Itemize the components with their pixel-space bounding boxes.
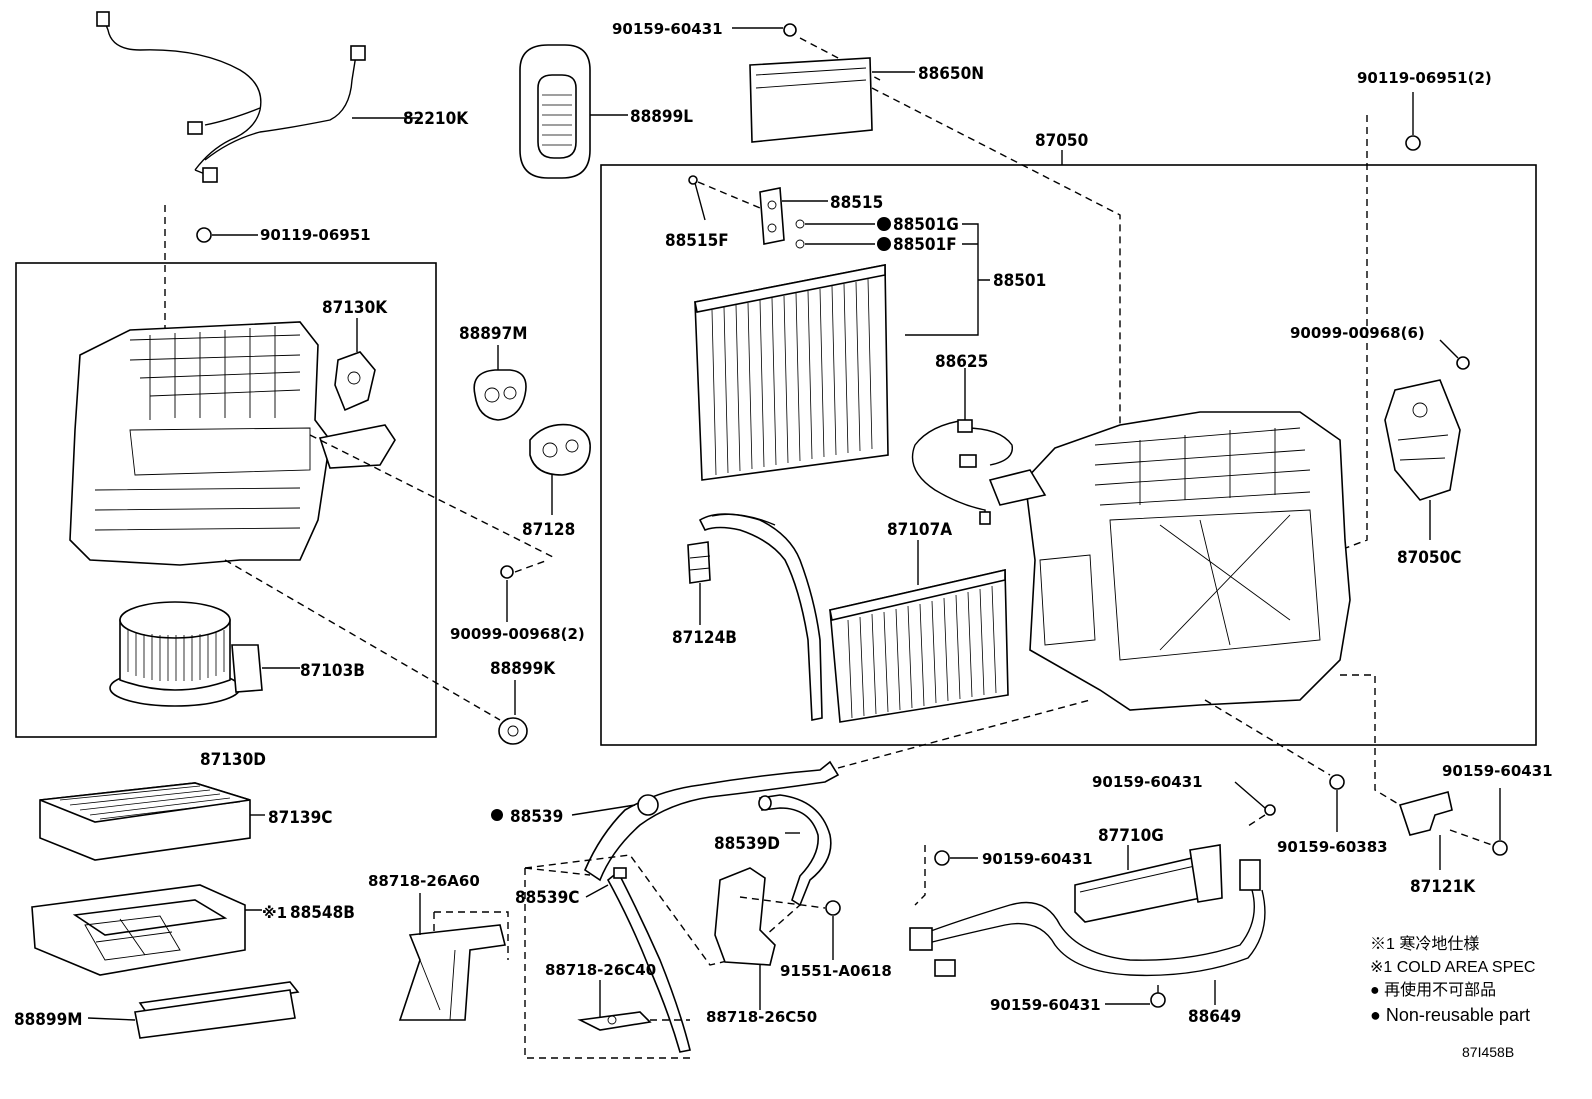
- evaporator-88501: [694, 264, 889, 481]
- legend-cold-area-jp: ※1 寒冷地仕様: [1370, 934, 1479, 953]
- label-88501: 88501: [993, 271, 1046, 291]
- blower-housing-87130D: [69, 321, 396, 566]
- blower-motor-87103B: [109, 601, 300, 707]
- drain-hose-88539D: [758, 794, 832, 907]
- label-90099-00968-2: 90099-00968(2): [450, 625, 585, 643]
- label-87103B: 87103B: [300, 661, 365, 681]
- label-88625: 88625: [935, 352, 988, 372]
- label-90119-06951-2: 90119-06951(2): [1357, 69, 1492, 87]
- label-87050C: 87050C: [1397, 548, 1461, 568]
- wire-harness-88649: [909, 859, 1266, 1005]
- control-module-88650N: [749, 57, 915, 143]
- leader-87130D-dash1: [309, 434, 556, 559]
- label-88548B: 88548B: [290, 903, 355, 923]
- label-88718-26A60: 88718-26A60: [368, 872, 480, 890]
- screw-90159-60431-right: [1449, 788, 1508, 856]
- drain-hose-88539C: [585, 867, 691, 1053]
- label-88501G: 88501G: [893, 215, 959, 235]
- label-88501F: 88501F: [893, 235, 957, 255]
- screw-91551-A0618: [739, 896, 841, 960]
- screw-90099-00968-2: [500, 559, 549, 622]
- bracket-88718-26A60: [398, 893, 506, 1021]
- label-90159-60383: 90159-60383: [1277, 838, 1388, 856]
- label-88539: 88539: [510, 807, 563, 827]
- duct-seal-88899L: [519, 44, 628, 179]
- label-87130K: 87130K: [322, 298, 388, 318]
- bolt-88515F: [688, 175, 761, 221]
- label-87050: 87050: [1035, 131, 1088, 151]
- label-87710G: 87710G: [1098, 826, 1164, 846]
- bracket-87121K: [1340, 674, 1453, 870]
- label-88718-26C40: 88718-26C40: [545, 961, 656, 979]
- legend-non-reusable-en: ● Non-reusable part: [1370, 1005, 1530, 1025]
- label-88539D: 88539D: [714, 834, 780, 854]
- grommet-88897M: [473, 345, 527, 421]
- screw-90119-06951: [164, 205, 258, 435]
- label-90159-60431-bottom: 90159-60431: [990, 996, 1101, 1014]
- bracket-88718-26C50: [714, 867, 776, 1010]
- label-90099-00968-6: 90099-00968(6): [1290, 324, 1425, 342]
- clamp-87124B: [687, 541, 711, 625]
- leader-88539-dash-a: [524, 854, 801, 966]
- group-box-87130D: [15, 262, 437, 738]
- screw-90099-00968-6: [1439, 339, 1470, 370]
- label-90159-60431-top: 90159-60431: [612, 20, 723, 38]
- wire-harness-82210K: [96, 11, 420, 183]
- label-88649: 88649: [1188, 1007, 1241, 1027]
- label-88650N: 88650N: [918, 64, 984, 84]
- leader-87130D-dash2: [224, 559, 501, 721]
- seal-88899M: [87, 981, 300, 1039]
- screw-90159-60431-mid: [1234, 781, 1276, 829]
- expansion-valve-88515: [759, 187, 828, 245]
- heater-core-87107A: [698, 513, 1009, 723]
- leader-88650N-87050: [871, 87, 1121, 440]
- label-90159-60431-right: 90159-60431: [1442, 762, 1553, 780]
- bracket-88718-26C40: [577, 980, 690, 1031]
- legend-non-reusable-jp: ● 再使用不可部品: [1370, 981, 1496, 999]
- o-rings-88501: [795, 217, 990, 336]
- leader-88539-dash-b: [524, 867, 591, 876]
- label-88539C: 88539C: [515, 888, 579, 908]
- label-88718-26C50: 88718-26C50: [706, 1008, 817, 1026]
- label-87124B: 87124B: [672, 628, 737, 648]
- label-88899L: 88899L: [630, 107, 693, 127]
- label-90119-06951: 90119-06951: [260, 226, 371, 244]
- actuator-87130K: [334, 318, 376, 412]
- seal-88899K: [498, 680, 528, 745]
- screw-90159-60431-bottom: [1105, 985, 1166, 1008]
- label-87139C: 87139C: [268, 808, 332, 828]
- screw-90159-60431-left: [914, 845, 978, 906]
- cabin-filter-87139C: [39, 782, 265, 861]
- actuator-87050C: [1384, 379, 1461, 540]
- label-88899K: 88899K: [490, 659, 556, 679]
- label-88548B-mark: ※1: [262, 904, 287, 922]
- screw-90159-60383: [1204, 699, 1345, 832]
- label-87130D: 87130D: [200, 750, 266, 770]
- label-88515: 88515: [830, 193, 883, 213]
- sensor-88625: [911, 368, 1014, 525]
- plate-87128: [529, 423, 591, 515]
- label-88515F: 88515F: [665, 231, 729, 251]
- drain-hose-88539: [491, 699, 1091, 882]
- label-90159-60431-left: 90159-60431: [982, 850, 1093, 868]
- label-87107A: 87107A: [887, 520, 952, 540]
- label-88897M: 88897M: [459, 324, 527, 344]
- label-91551-A0618: 91551-A0618: [780, 962, 892, 980]
- group-box-88718: [433, 868, 690, 1059]
- legend-cold-area-en: ※1 COLD AREA SPEC: [1370, 959, 1535, 976]
- label-87121K: 87121K: [1410, 877, 1476, 897]
- air-unit-housing-87050: [988, 411, 1351, 711]
- group-box-87050: [600, 164, 1537, 746]
- heater-87710G: [1074, 844, 1223, 923]
- label-87128: 87128: [522, 520, 575, 540]
- label-82210K: 82210K: [403, 109, 469, 129]
- diagram-code: 87I458B: [1462, 1044, 1514, 1060]
- label-90159-60431-mid: 90159-60431: [1092, 773, 1203, 791]
- label-88899M: 88899M: [14, 1010, 82, 1030]
- filter-tray-88548B: [31, 884, 262, 976]
